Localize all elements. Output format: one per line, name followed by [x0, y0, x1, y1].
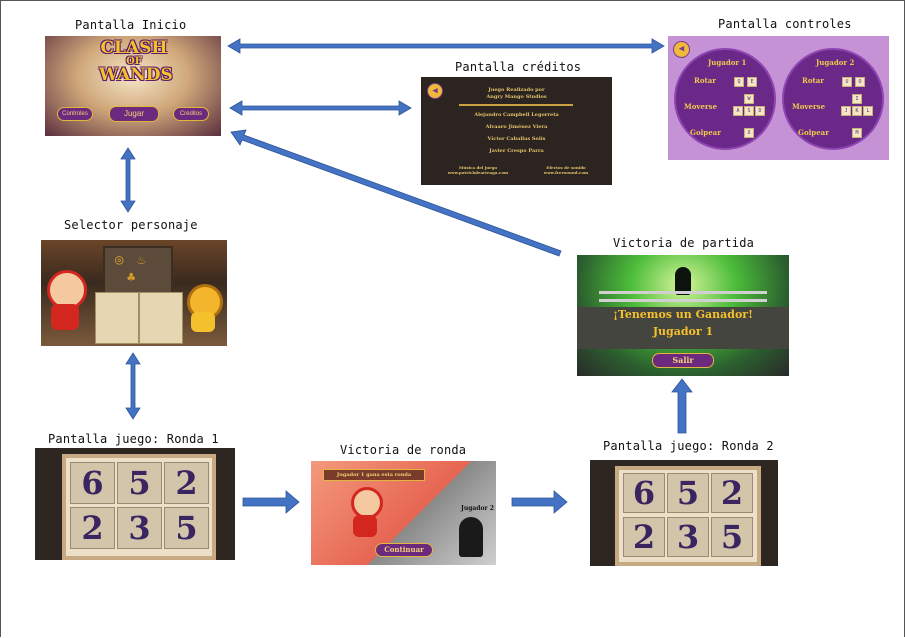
winner-title: ¡Tenemos un Ganador! — [613, 308, 753, 321]
caption-inicio: Pantalla Inicio — [75, 18, 187, 32]
player1-title: Jugador 1 — [708, 58, 747, 67]
player2-title: Jugador 2 — [816, 58, 855, 67]
key: I — [852, 94, 862, 104]
board-tile: 5 — [711, 517, 753, 557]
caption-juego2: Pantalla juego: Ronda 2 — [603, 439, 774, 453]
arrow-selector-juego1 — [125, 352, 141, 420]
board-tile: 3 — [117, 507, 162, 549]
board-tile: 5 — [117, 462, 162, 504]
continuar-button[interactable]: Continuar — [375, 543, 433, 557]
caption-selector: Selector personaje — [64, 218, 198, 232]
credits-line-1: Juego Realizado por — [488, 87, 545, 93]
credits-name: Alvaaro Jiménez Viera — [485, 124, 548, 130]
round-winner-banner: Jugador 1 gana esta ronda — [323, 469, 425, 481]
moverse-label: Moverse — [792, 102, 826, 111]
winner-banner — [577, 307, 789, 349]
credits-line-2: Angry Mango Studios — [486, 94, 547, 100]
screenshot-victoria-ronda: Jugador 1 gana esta ronda Jugador 2 Cont… — [311, 461, 496, 565]
screenshot-victoria-partida: ¡Tenemos un Ganador! Jugador 1 Salir — [577, 255, 789, 376]
screenshot-juego-ronda1: 6 5 2 2 3 5 — [35, 448, 235, 560]
board-tile: 2 — [711, 473, 753, 513]
arrow-juego2-vpartida — [671, 378, 693, 434]
key: K — [852, 106, 862, 116]
loser-label: Jugador 2 — [461, 505, 494, 512]
moverse-label: Moverse — [684, 102, 718, 111]
credits-name: Javier Crespo Parra — [489, 148, 544, 154]
golpear-label: Golpear — [690, 128, 721, 137]
screenshot-creditos: ◀ Juego Realizado por Angry Mango Studio… — [421, 77, 612, 185]
caption-controles: Pantalla controles — [718, 17, 852, 31]
board-tile: 5 — [667, 473, 709, 513]
screenshot-inicio: CLASH OF WANDS Controles Jugar Créditos — [45, 36, 221, 136]
key: Q — [734, 77, 744, 87]
rotar-label: Rotar — [694, 76, 716, 85]
board-tile: 6 — [70, 462, 115, 504]
key: D — [755, 106, 765, 116]
creditos-button[interactable]: Créditos — [173, 107, 209, 121]
board-tile: 2 — [70, 507, 115, 549]
caption-victoria-partida: Victoria de partida — [613, 236, 755, 250]
game-board: 6 5 2 2 3 5 — [615, 466, 761, 566]
key: J — [841, 106, 851, 116]
credits-name: Alejandro Campbell Legorreta — [474, 112, 559, 118]
winner-silhouette — [675, 267, 691, 295]
key: W — [744, 94, 754, 104]
key: L — [863, 106, 873, 116]
red-wizard-body — [353, 515, 377, 537]
screenshot-controles: ◀ Jugador 1 Jugador 2 Rotar Moverse Golp… — [668, 36, 889, 160]
key: E — [747, 77, 757, 87]
credits-name: Víctor Caballas Solís — [487, 136, 546, 142]
credits-divider — [459, 104, 573, 106]
loser-silhouette — [459, 517, 483, 557]
board-tile: 2 — [164, 462, 209, 504]
arrow-victoria-inicio — [230, 129, 562, 257]
controles-button[interactable]: Controles — [57, 107, 93, 121]
arrow-inicio-selector — [120, 147, 136, 213]
board-tile: 6 — [623, 473, 665, 513]
salir-button[interactable]: Salir — [652, 353, 714, 368]
fire-element-icon: ♨ — [137, 252, 146, 268]
game-logo: CLASH OF WANDS — [99, 38, 173, 85]
red-wizard-body — [51, 304, 79, 330]
board-tile: 2 — [623, 517, 665, 557]
key: S — [744, 106, 754, 116]
arrow-juego1-vronda — [242, 490, 300, 514]
key: M — [852, 128, 862, 138]
jugar-button[interactable]: Jugar — [109, 106, 159, 122]
scroll-right — [139, 292, 183, 344]
board-tile: 3 — [667, 517, 709, 557]
ring-rope — [599, 291, 767, 294]
game-board: 6 5 2 2 3 5 — [62, 454, 216, 560]
player2-panel — [782, 48, 884, 150]
rotar-label: Rotar — [802, 76, 824, 85]
credits-music: Música del juego www.patrickdearteaga.co… — [447, 165, 509, 175]
key: A — [733, 106, 743, 116]
water-element-icon: ◎ — [115, 252, 124, 268]
screenshot-selector: ◎ ♨ ♣ — [41, 240, 227, 346]
scroll-left — [95, 292, 139, 344]
key: X — [744, 128, 754, 138]
yellow-wizard-body — [191, 312, 215, 332]
key: O — [855, 77, 865, 87]
caption-juego1: Pantalla juego: Ronda 1 — [48, 432, 219, 446]
credits-fx: Efectos de sonido www.freesound.com — [543, 165, 589, 175]
caption-creditos: Pantalla créditos — [455, 60, 582, 74]
ring-rope — [599, 299, 767, 302]
earth-element-icon: ♣ — [127, 270, 136, 286]
winner-player: Jugador 1 — [652, 325, 714, 338]
board-tile: 5 — [164, 507, 209, 549]
key: U — [842, 77, 852, 87]
arrow-inicio-creditos — [229, 100, 412, 116]
golpear-label: Golpear — [798, 128, 829, 137]
caption-victoria-ronda: Victoria de ronda — [340, 443, 467, 457]
arrow-inicio-controles — [227, 38, 665, 54]
arrow-vronda-juego2 — [511, 490, 568, 514]
back-arrow-icon[interactable]: ◀ — [427, 83, 443, 99]
player1-panel — [674, 48, 776, 150]
back-arrow-icon[interactable]: ◀ — [673, 41, 690, 58]
screenshot-juego-ronda2: 6 5 2 2 3 5 — [590, 460, 778, 566]
